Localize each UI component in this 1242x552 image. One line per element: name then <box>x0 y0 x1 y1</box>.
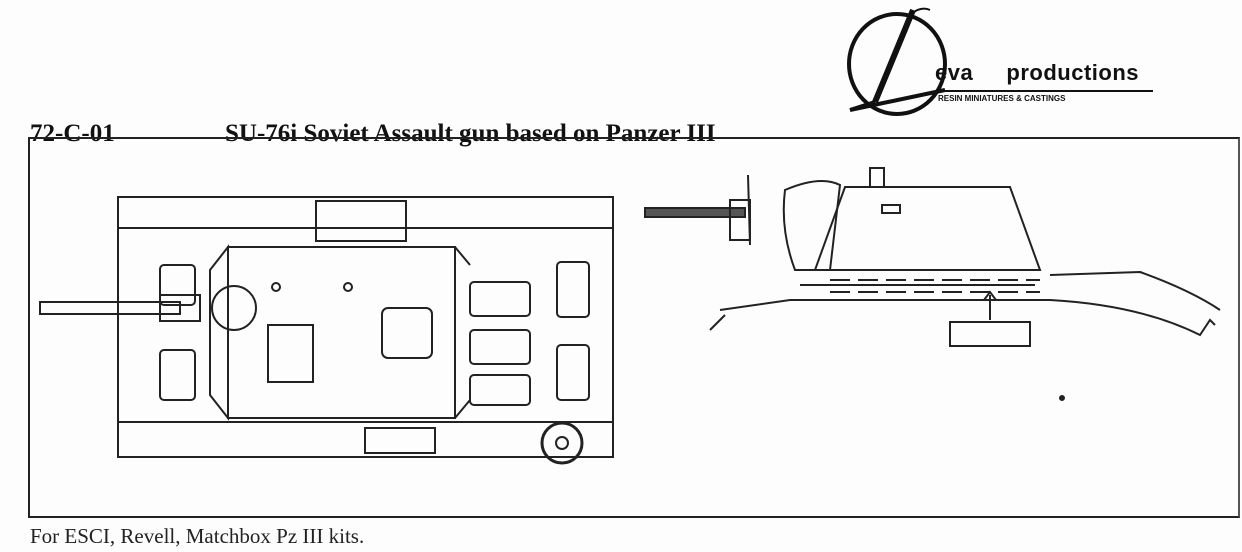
drawing-frame <box>28 137 1240 518</box>
compatibility-note: For ESCI, Revell, Matchbox Pz III kits. <box>30 524 365 548</box>
kit-code: 72-C-01 <box>30 120 115 147</box>
logo-name: eva productions <box>935 60 1140 85</box>
logo-tagline: RESIN MINIATURES & CASTINGS <box>938 94 1066 103</box>
eva-logo-icon <box>847 7 1153 116</box>
kit-title: SU-76i Soviet Assault gun based on Panze… <box>225 120 716 147</box>
